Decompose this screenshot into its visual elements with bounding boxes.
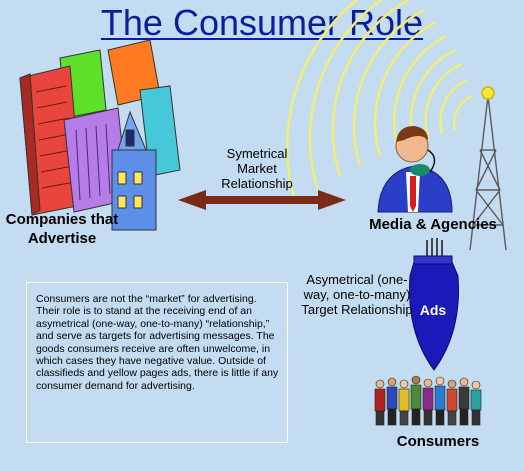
broadcast-tower-icon (469, 86, 507, 251)
symmetric-relationship-label: Symetrical Market Relationship (221, 146, 293, 191)
bomb-icon (409, 238, 459, 371)
ads-label: Ads (419, 302, 447, 318)
signal-waves-icon (285, 0, 473, 205)
companies-label: Companies that Advertise (5, 211, 119, 247)
media-agencies-label: Media & Agencies (369, 216, 497, 233)
description-box: Consumers are not the “market” for adver… (26, 282, 288, 443)
people-group-icon (374, 375, 482, 426)
description-text: Consumers are not the “market” for adver… (36, 293, 279, 392)
office-buildings-icon (19, 39, 181, 231)
asymmetric-relationship-label: Asymetrical (one-way, one-to-many) Targe… (301, 272, 413, 317)
businessman-phone-icon (377, 126, 453, 213)
consumers-label: Consumers (396, 433, 480, 450)
symmetric-double-arrow (178, 190, 346, 210)
